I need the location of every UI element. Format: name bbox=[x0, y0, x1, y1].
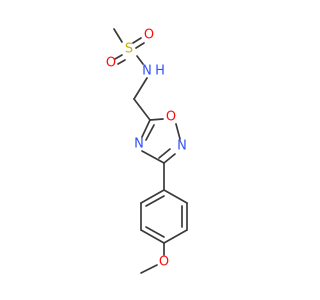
bond-n4-c5-b bbox=[145, 124, 155, 141]
bond-n4-c5-a bbox=[141, 119, 151, 138]
bond-c5-o1 bbox=[149, 118, 164, 121]
molecule-structure: S O O N H O N N O bbox=[106, 28, 188, 274]
bond-n2-c3-a bbox=[163, 153, 176, 164]
bond-s-o-left-b bbox=[117, 59, 126, 65]
bond-o1-n2 bbox=[175, 123, 181, 140]
atom-hydrogen-amide: H bbox=[155, 64, 165, 79]
bond-n-ch2 bbox=[133, 77, 148, 100]
bond-o-methyl bbox=[140, 264, 158, 274]
bond-s-o-top-b bbox=[135, 42, 145, 49]
bond-ph-6-1-inner bbox=[145, 195, 165, 207]
bonds bbox=[113, 28, 188, 274]
bond-ph-6-1 bbox=[140, 189, 165, 204]
bond-ph-4-5 bbox=[140, 229, 165, 244]
atom-oxygen-methoxy: O bbox=[159, 255, 169, 270]
atom-labels: S O O N H O N N O bbox=[106, 28, 187, 270]
bond-methyl-s bbox=[113, 28, 123, 43]
bond-ph-1-2 bbox=[163, 189, 188, 204]
atom-oxygen-sulfonyl-top: O bbox=[144, 28, 154, 43]
bond-n2-c3-b bbox=[158, 148, 171, 159]
bond-c3-n4 bbox=[141, 150, 165, 164]
atom-nitrogen-ring-2: N bbox=[177, 139, 187, 154]
atom-oxygen-sulfonyl-left: O bbox=[106, 56, 116, 71]
bond-s-o-left-a bbox=[114, 54, 123, 60]
atom-nitrogen-amide: N bbox=[142, 64, 152, 79]
bond-ph-4-5-inner bbox=[145, 226, 165, 238]
atom-nitrogen-ring-4: N bbox=[134, 137, 144, 152]
bond-ch2-c5 bbox=[133, 98, 151, 121]
atom-sulfur: S bbox=[125, 42, 133, 57]
bond-s-o-top-a bbox=[132, 37, 142, 44]
atom-oxygen-ring: O bbox=[166, 110, 176, 125]
bond-ph-3-4 bbox=[163, 229, 188, 244]
bond-s-n bbox=[136, 55, 144, 65]
